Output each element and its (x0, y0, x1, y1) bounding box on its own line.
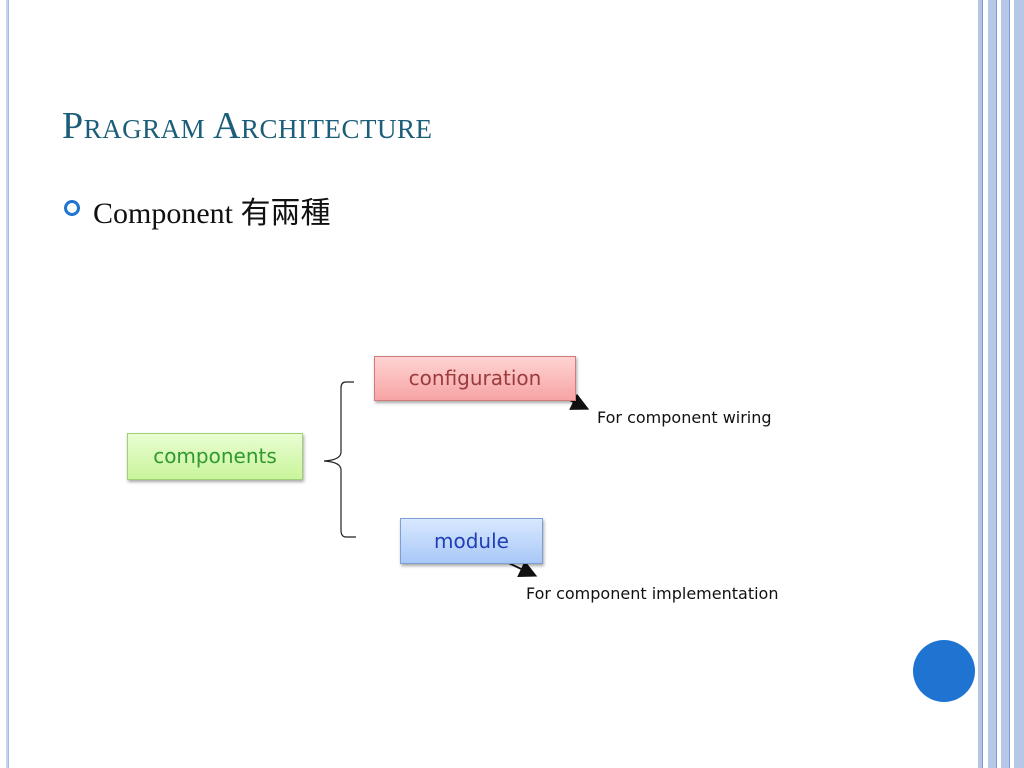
module-box: module (400, 518, 543, 564)
ring-bullet-icon (64, 200, 80, 216)
wiring-note: For component wiring (597, 408, 772, 427)
curly-brace (323, 381, 356, 538)
slide-title: Pragram Architecture (62, 105, 433, 147)
left-border-decoration (6, 0, 9, 768)
right-stripe-decoration (978, 0, 1024, 768)
decorative-circle (913, 640, 975, 702)
components-box: components (127, 433, 303, 480)
bullet-text: Component 有兩種 (93, 197, 331, 230)
configuration-box: configuration (374, 356, 576, 401)
implementation-note: For component implementation (526, 584, 779, 603)
